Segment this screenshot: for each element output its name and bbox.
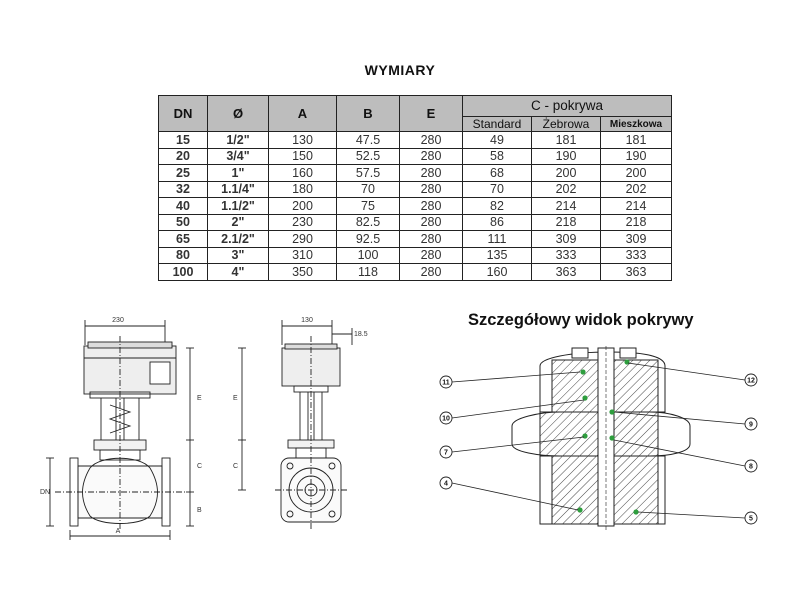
table-cell: 135	[462, 246, 532, 264]
bonnet-detail-drawing	[511, 346, 691, 530]
front-dn-label: DN	[40, 489, 50, 496]
table-cell: 1.1/2"	[207, 197, 269, 215]
callout-circle-11	[439, 375, 453, 389]
table-cell: 350	[268, 263, 337, 281]
callout-8: 8	[749, 464, 753, 471]
front-view-drawing	[46, 320, 194, 540]
callout-circle-9	[744, 417, 758, 431]
table-cell: 47.5	[336, 131, 400, 149]
page-title: WYMIARY	[364, 62, 436, 78]
callout-4: 4	[444, 481, 448, 488]
header-standard: Standard	[462, 116, 532, 132]
table-cell: 100	[158, 263, 208, 281]
table-cell: 333	[600, 246, 672, 264]
front-b-label: B	[197, 507, 202, 514]
table-cell: 218	[600, 213, 672, 231]
callout-9: 9	[749, 422, 753, 429]
table-cell: 363	[600, 263, 672, 281]
table-cell: 160	[462, 263, 532, 281]
header-diameter: Ø	[207, 95, 269, 132]
table-cell: 280	[399, 230, 463, 248]
callout-circle-8	[744, 459, 758, 473]
side-c-label: C	[233, 463, 238, 470]
callout-10: 10	[442, 416, 450, 423]
table-cell: 310	[268, 246, 337, 264]
side-width-label: 130	[301, 317, 313, 324]
table-cell: 214	[600, 197, 672, 215]
callout-5: 5	[749, 516, 753, 523]
side-e-label: E	[233, 395, 238, 402]
table-cell: 160	[268, 164, 337, 182]
table-cell: 49	[462, 131, 532, 149]
front-a-label: A	[116, 528, 121, 535]
side-view-drawing	[238, 320, 353, 530]
table-cell: 280	[399, 147, 463, 165]
side-offset-label: 18.5	[354, 331, 368, 338]
callout-11: 11	[442, 380, 450, 387]
table-cell: 1"	[207, 164, 269, 182]
front-c-label: C	[197, 463, 202, 470]
front-e-label: E	[197, 395, 202, 402]
callout-7: 7	[444, 450, 448, 457]
table-cell: 280	[399, 164, 463, 182]
table-cell: 82	[462, 197, 532, 215]
table-cell: 68	[462, 164, 532, 182]
table-cell: 118	[336, 263, 400, 281]
table-cell: 50	[158, 213, 208, 231]
callout-markers	[439, 373, 758, 525]
table-cell: 100	[336, 246, 400, 264]
table-cell: 280	[399, 213, 463, 231]
table-cell: 1.1/4"	[207, 180, 269, 198]
table-cell: 130	[268, 131, 337, 149]
header-e: E	[399, 95, 463, 132]
callout-leaders	[451, 362, 746, 519]
table-cell: 82.5	[336, 213, 400, 231]
front-width-label: 230	[112, 317, 124, 324]
callout-circle-4	[439, 476, 453, 490]
table-cell: 181	[531, 131, 601, 149]
table-cell: 190	[600, 147, 672, 165]
table-cell: 280	[399, 263, 463, 281]
callout-circle-10	[439, 411, 453, 425]
table-cell: 202	[600, 180, 672, 198]
callout-circle-12	[744, 373, 758, 387]
callout-circle-7	[439, 445, 453, 459]
table-cell: 1/2"	[207, 131, 269, 149]
header-zebrowa: Żebrowa	[531, 116, 601, 132]
callout-circle-5	[744, 511, 758, 525]
table-cell: 4"	[207, 263, 269, 281]
header-c-group: C - pokrywa	[462, 95, 672, 117]
header-mieszkowa: Mieszkowa	[600, 116, 672, 132]
callout-12: 12	[747, 378, 755, 385]
table-cell: 2"	[207, 213, 269, 231]
header-b: B	[336, 95, 400, 132]
table-cell: 363	[531, 263, 601, 281]
detail-title: Szczegółowy widok pokrywy	[468, 311, 694, 329]
dimensions-table: DN Ø A B E C - pokrywa Standard Żebrowa …	[158, 95, 672, 281]
